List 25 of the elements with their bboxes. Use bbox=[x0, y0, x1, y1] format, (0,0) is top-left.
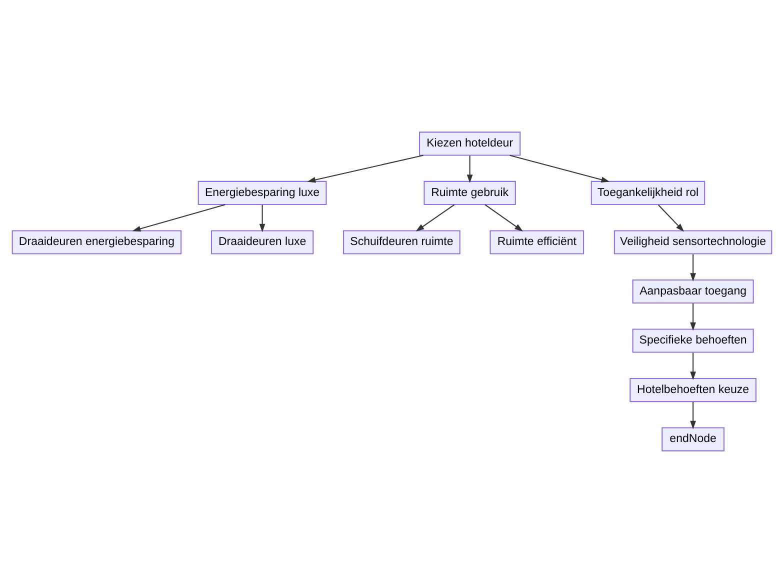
arrow bbox=[132, 204, 226, 232]
node-box: Kiezen hoteldeur bbox=[418, 131, 521, 156]
arrow bbox=[484, 204, 524, 231]
arrow bbox=[416, 204, 455, 231]
node-box: Veiligheid sensortechnologie bbox=[614, 230, 772, 254]
arrow bbox=[690, 303, 696, 330]
node-box: Draaideuren luxe bbox=[210, 230, 314, 254]
node-box: Specifieke behoeften bbox=[632, 328, 754, 352]
node-box: Draaideuren energiebesparing bbox=[12, 230, 182, 254]
node-box: endNode bbox=[662, 426, 724, 451]
arrow bbox=[466, 155, 473, 182]
arrow bbox=[259, 204, 266, 232]
arrow bbox=[307, 154, 424, 182]
arrow bbox=[510, 154, 610, 182]
node-box: Ruimte gebruik bbox=[424, 180, 516, 205]
arrow bbox=[690, 254, 696, 281]
node-box: Toegankelijkheid rol bbox=[590, 180, 706, 205]
node-box: Hotelbehoeften keuze bbox=[630, 377, 756, 402]
node-box: Aanpasbaar toegang bbox=[632, 278, 754, 304]
arrow bbox=[690, 352, 696, 380]
node-box: Schuifdeuren ruimte bbox=[343, 230, 460, 254]
arrow bbox=[690, 402, 696, 429]
node-box: Ruimte efficiënt bbox=[490, 230, 584, 254]
node-box: Energiebesparing luxe bbox=[198, 180, 327, 205]
arrow bbox=[658, 204, 684, 232]
